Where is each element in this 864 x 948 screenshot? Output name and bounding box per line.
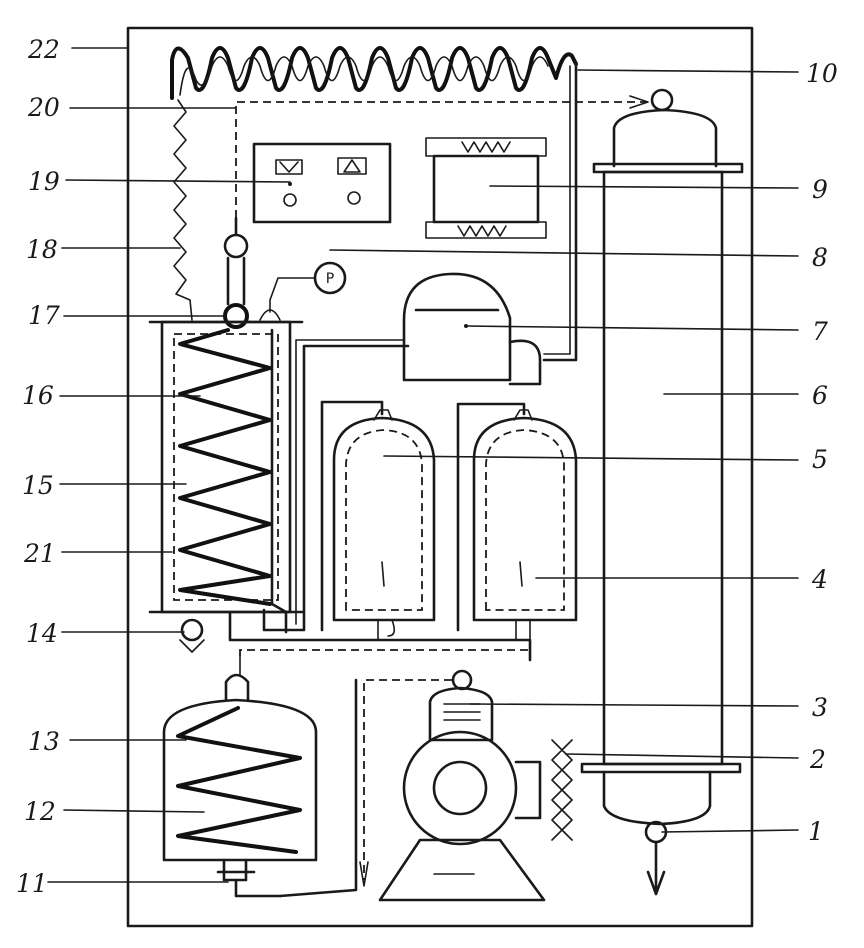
pump-head-ribs	[443, 703, 481, 721]
drain-valve-14	[180, 618, 204, 642]
control-arrow	[629, 95, 649, 109]
pump-feed-solid	[278, 678, 358, 898]
pump-feed-dashed	[363, 679, 452, 880]
motor-housing	[402, 730, 518, 846]
vessel-left-cap	[373, 409, 393, 421]
label-16: 16	[22, 381, 54, 410]
tall-column-6	[602, 170, 724, 766]
label-10: 10	[806, 59, 838, 88]
vessel-left-inner	[345, 429, 423, 611]
panel-knob-left	[283, 193, 297, 207]
coil-return-line	[542, 60, 578, 362]
coupling-hatch-2	[551, 739, 573, 841]
label-15: 15	[22, 471, 54, 500]
exchanger-coil	[178, 328, 272, 606]
panel-pilot-dot	[288, 182, 292, 186]
label-8: 8	[812, 243, 828, 272]
vessel-left-mark	[381, 561, 385, 587]
label-13: 13	[28, 727, 60, 756]
transformer-top-winding	[461, 141, 511, 153]
panel-knob-right	[347, 191, 361, 205]
column-bottom-flange	[580, 762, 742, 774]
panel-indicator-down-mark	[279, 161, 299, 173]
label-11: 11	[16, 869, 48, 898]
exchanger-inner-jacket	[173, 333, 279, 601]
label-2: 2	[809, 745, 826, 774]
pump-head-valve	[451, 669, 473, 691]
gauge-line	[269, 277, 316, 313]
control-panel	[252, 142, 392, 224]
exchanger-outlet-pipe-inner	[295, 339, 405, 625]
vessel-right	[472, 416, 578, 622]
lower-tank-outlet	[234, 878, 282, 898]
label-14: 14	[26, 619, 58, 648]
label-3: 3	[812, 693, 828, 722]
valve-upper-ring	[223, 233, 249, 259]
vessel-right-mark	[519, 561, 523, 587]
leader-lines	[47, 47, 799, 883]
motor-rotor	[432, 760, 488, 816]
heat-exchanger-tank	[160, 320, 292, 614]
column-top-valve	[650, 88, 674, 112]
transformer-top-cap	[425, 137, 547, 157]
vessel-left-top-loop	[320, 400, 384, 632]
label-19: 19	[28, 167, 60, 196]
label-17: 17	[28, 301, 60, 330]
vessel-left-bottom-fitting	[377, 619, 396, 641]
valve-17	[223, 303, 249, 329]
label-20: 20	[27, 93, 60, 122]
transformer-bottom-winding	[457, 225, 507, 237]
label-18: 18	[26, 235, 58, 264]
label-6: 6	[812, 381, 828, 410]
panel-indicator-up	[337, 157, 367, 175]
column-top-cap	[612, 108, 718, 168]
vessel-right-bottom-fitting	[515, 619, 531, 641]
bottom-manifold-dashed	[239, 649, 530, 656]
lower-tank-neck	[224, 673, 250, 702]
lower-tank-valve-11	[216, 858, 256, 882]
transformer-block	[432, 154, 540, 224]
top-coil-inner-stroke	[179, 56, 549, 96]
coil-return-line-inner	[543, 65, 571, 355]
motor-base	[378, 838, 546, 902]
label-9: 9	[812, 175, 828, 204]
control-signal-line	[235, 101, 652, 218]
panel-indicator-up-mark	[343, 159, 361, 173]
panel-indicator-down	[275, 159, 303, 175]
exchanger-coil-return	[270, 328, 288, 634]
transformer-bottom-cap	[425, 221, 547, 239]
column-drain-arrow	[646, 840, 666, 896]
vessel-left	[332, 416, 436, 622]
top-condenser-coil	[170, 46, 578, 100]
label-22: 22	[27, 35, 60, 64]
vessel-right-top-loop	[456, 402, 526, 632]
motor-shaft-box	[514, 760, 542, 820]
gauge-fitting	[259, 309, 281, 321]
column-bottom-cap	[602, 770, 712, 826]
pump-feed-arrow	[359, 861, 369, 887]
heating-wire-zigzag	[173, 99, 193, 321]
drain-valve-14-outlet	[179, 639, 205, 653]
bottom-manifold-pipe	[228, 610, 532, 662]
compressor-7	[402, 272, 512, 382]
exchanger-outlet-pipe	[262, 344, 410, 632]
pressure-gauge-symbol: P	[326, 271, 334, 287]
label-12: 12	[24, 797, 56, 826]
outer-cabinet-frame	[126, 26, 754, 928]
label-7: 7	[812, 317, 828, 346]
label-5: 5	[812, 445, 828, 474]
lower-tank-12	[162, 698, 318, 862]
label-21: 21	[23, 539, 56, 568]
label-4: 4	[811, 565, 828, 594]
label-1: 1	[808, 817, 824, 846]
valve-body	[226, 256, 246, 306]
lower-tank-coil	[176, 706, 302, 854]
compressor-side-port	[508, 339, 542, 386]
